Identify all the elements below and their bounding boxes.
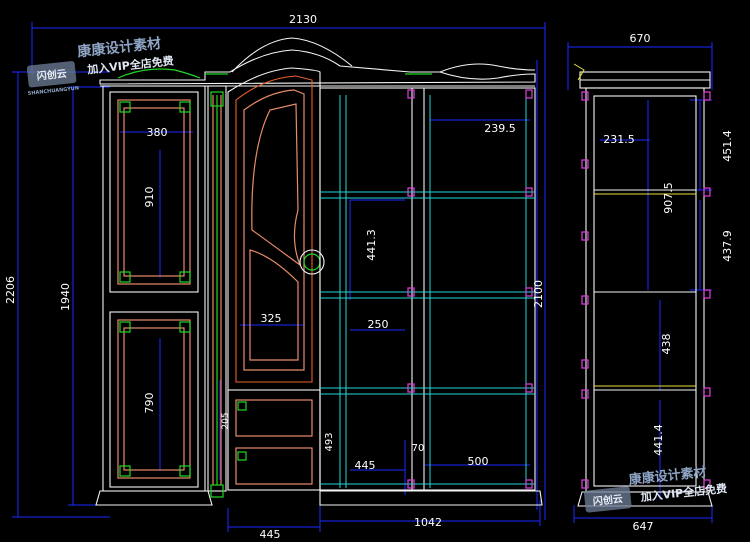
watermark-logo-sub: SHANCHUANGYUN [27, 85, 79, 96]
dim-pilaster-height: 205 [221, 412, 231, 429]
watermark-bottom: 闪创云 康康设计素材 加入VIP全店免费 [584, 464, 728, 513]
dim-upper-panel-height: 910 [143, 187, 156, 208]
dim-lower-panel-height: 790 [143, 393, 156, 414]
watermark-logo: 闪创云 [36, 67, 67, 83]
dim-side-upper-height: 451.4 [721, 130, 734, 162]
dim-side-inner-offset: 231.5 [603, 133, 635, 146]
dim-shelf-top: 239.5 [484, 122, 516, 135]
dim-center-height: 2100 [532, 280, 545, 308]
dim-side-inner-height: 907.5 [662, 182, 675, 214]
dim-left-bottom: 445 [260, 528, 281, 541]
dim-side-lower-height: 438 [660, 334, 673, 355]
dim-drawer-block: 493 [324, 432, 335, 451]
dim-panel-width: 380 [147, 126, 168, 139]
dim-right-bottom: 1042 [414, 516, 442, 529]
dim-side-bottom-height: 441.4 [652, 424, 665, 456]
dim-door-width: 325 [261, 312, 282, 325]
dim-overall-height: 2206 [4, 276, 17, 304]
side-dimension-labels: 670 647 231.5 451.4 907.5 437.9 438 441.… [603, 32, 734, 533]
dim-side-top-width: 670 [630, 32, 651, 45]
arched-door [227, 67, 325, 491]
dimension-lines [12, 22, 546, 532]
dim-door-gap: 441.3 [365, 229, 378, 261]
side-elevation [567, 42, 713, 523]
dim-shelf-bottom-left: 445 [355, 459, 376, 472]
dim-shelf-depth: 250 [368, 318, 389, 331]
watermark-logo-2: 闪创云 [592, 492, 623, 508]
dim-left-height: 1940 [59, 283, 72, 311]
open-shelving [319, 87, 543, 506]
side-dimension-lines [567, 42, 713, 523]
front-elevation [12, 22, 546, 532]
dim-side-bottom-width: 647 [633, 520, 654, 533]
dim-plinth-gap: 70 [412, 443, 425, 454]
dim-side-middle-height: 437.9 [721, 230, 734, 262]
dim-overall-width: 2130 [289, 13, 317, 26]
pilaster [207, 85, 227, 498]
dim-shelf-bottom-right: 500 [468, 455, 489, 468]
front-dimension-labels: 2130 2206 1940 380 910 790 205 325 441.3… [4, 13, 545, 541]
left-cabinet [95, 85, 213, 506]
